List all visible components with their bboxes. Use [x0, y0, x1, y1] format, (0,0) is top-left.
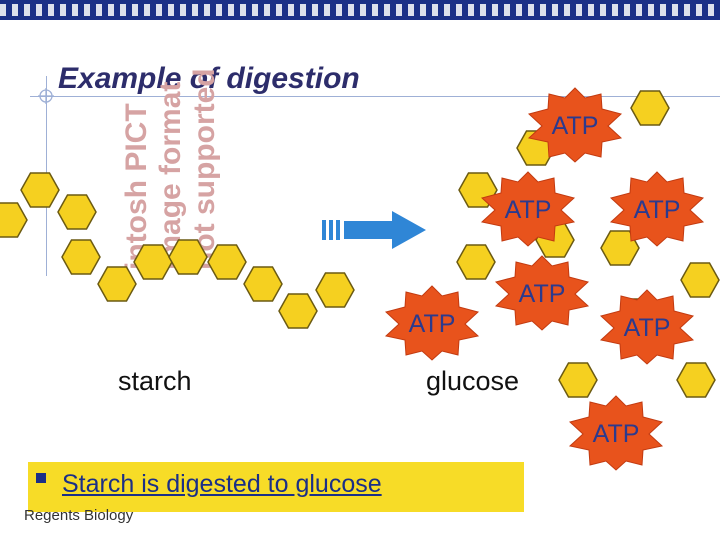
hexagon-icon [630, 90, 670, 126]
title-underline [30, 96, 720, 97]
hexagon-icon [97, 266, 137, 302]
atp-burst: ATP [610, 171, 704, 247]
hexagon-icon [676, 362, 716, 398]
slide-title: Example of digestion [58, 62, 360, 95]
atp-label: ATP [505, 196, 552, 224]
right-arrow-icon [322, 211, 426, 249]
hexagon-icon [207, 244, 247, 280]
hexagon-icon [57, 194, 97, 230]
hexagon-icon [61, 239, 101, 275]
atp-burst: ATP [569, 395, 663, 471]
atp-label: ATP [593, 420, 640, 448]
hexagon-icon [133, 244, 173, 280]
atp-label: ATP [519, 280, 566, 308]
starch-label: starch [118, 366, 192, 396]
glucose-label: glucose [426, 366, 520, 396]
atp-burst: ATP [600, 289, 694, 365]
hexagon-icon [558, 362, 598, 398]
atp-burst: ATP [385, 285, 479, 361]
hexagon-icon [20, 172, 60, 208]
bullet-square-icon [36, 473, 46, 483]
atp-burst: ATP [495, 255, 589, 331]
hexagon-icon [315, 272, 355, 308]
hexagon-icon [243, 266, 283, 302]
hexagon-icon [278, 293, 318, 329]
hexagon-icon [456, 244, 496, 280]
atp-bursts: ATP ATP ATP ATP ATP ATP ATP [385, 87, 704, 471]
atp-label: ATP [624, 314, 671, 342]
crosshair-icon [38, 88, 54, 104]
atp-burst: ATP [528, 87, 622, 163]
atp-label: ATP [634, 196, 681, 224]
hexagon-icon [680, 262, 720, 298]
starch-chain [0, 172, 355, 329]
atp-label: ATP [409, 310, 456, 338]
footer-text: Regents Biology [24, 507, 134, 524]
atp-label: ATP [552, 112, 599, 140]
hexagon-icon [168, 239, 208, 275]
atp-burst: ATP [481, 171, 575, 247]
header-pattern [0, 4, 720, 16]
bullet-text: Starch is digested to glucose [62, 470, 382, 498]
bullet-highlight [28, 462, 524, 512]
header-bar [0, 0, 720, 20]
hexagon-icon [0, 202, 28, 238]
